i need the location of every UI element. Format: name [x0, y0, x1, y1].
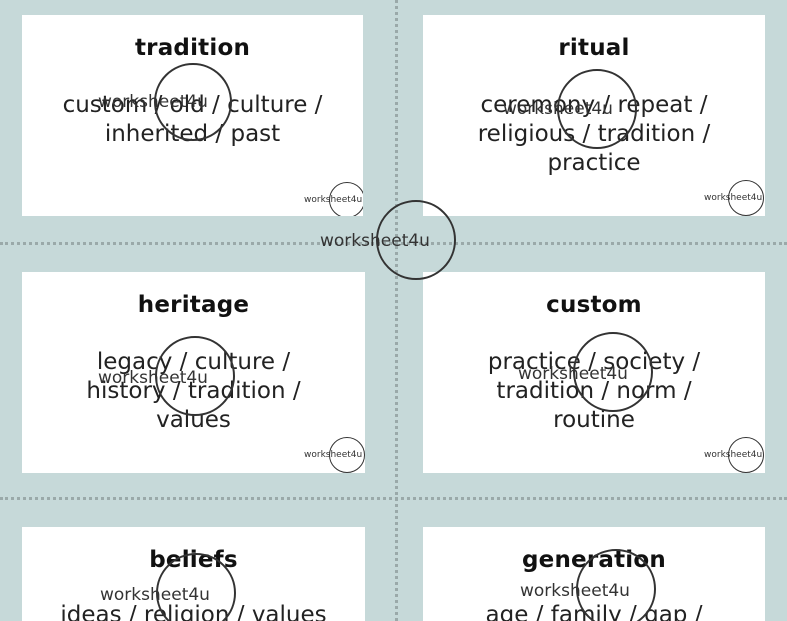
corner-watermark-text: worksheet4u [304, 195, 363, 205]
corner-watermark-text: worksheet4u [704, 193, 763, 203]
cut-guide-horizontal-2 [0, 497, 787, 500]
card-title: custom [546, 292, 642, 318]
card-generation: generation age / family / gap / workshee… [423, 527, 765, 621]
card-title: generation [522, 547, 666, 573]
corner-watermark-circle-icon [728, 180, 764, 216]
center-watermark-text: worksheet4u [320, 231, 430, 251]
card-keywords: age / family / gap / [433, 601, 755, 621]
card-keywords-line: custom / old / culture / [62, 92, 323, 118]
card-keywords-line: religious / tradition / [477, 121, 711, 147]
card-keywords-line: inherited / past [104, 121, 281, 147]
card-keywords: custom / old / culture / inherited / pas… [32, 91, 353, 149]
card-keywords: ceremony / repeat / religious / traditio… [433, 91, 755, 178]
card-title: heritage [137, 292, 250, 318]
card-keywords-line: routine [553, 407, 635, 433]
card-keywords-line: values [156, 407, 231, 433]
card-keywords-line: ideas / religion / values [60, 602, 327, 621]
card-keywords-line: history / tradition / [86, 378, 301, 404]
card-beliefs: beliefs ideas / religion / values worksh… [22, 527, 365, 621]
card-keywords: legacy / culture / history / tradition /… [32, 348, 355, 435]
corner-watermark-text: worksheet4u [704, 450, 763, 460]
card-keywords-line: age / family / gap / [485, 602, 703, 621]
card-tradition: tradition custom / old / culture / inher… [22, 15, 363, 216]
card-keywords: ideas / religion / values [32, 601, 355, 621]
card-keywords-line: ceremony / repeat / [480, 92, 708, 118]
corner-watermark-circle-icon [329, 182, 363, 216]
cut-guide-vertical [395, 0, 398, 621]
corner-watermark-text: worksheet4u [304, 450, 363, 460]
card-title: beliefs [149, 547, 238, 573]
card-keywords-line: tradition / norm / [496, 378, 692, 404]
card-ritual: ritual ceremony / repeat / religious / t… [423, 15, 765, 216]
card-title: ritual [558, 35, 630, 61]
card-heritage: heritage legacy / culture / history / tr… [22, 272, 365, 473]
card-title: tradition [134, 35, 251, 61]
card-custom: custom practice / society / tradition / … [423, 272, 765, 473]
corner-watermark-circle-icon [329, 437, 365, 473]
card-keywords-line: practice [547, 150, 641, 176]
card-keywords-line: legacy / culture / [96, 349, 291, 375]
corner-watermark-circle-icon [728, 437, 764, 473]
card-keywords: practice / society / tradition / norm / … [433, 348, 755, 435]
card-keywords-line: practice / society / [487, 349, 701, 375]
cut-guide-horizontal-1 [0, 242, 787, 245]
watermark-text: worksheet4u [520, 581, 630, 601]
